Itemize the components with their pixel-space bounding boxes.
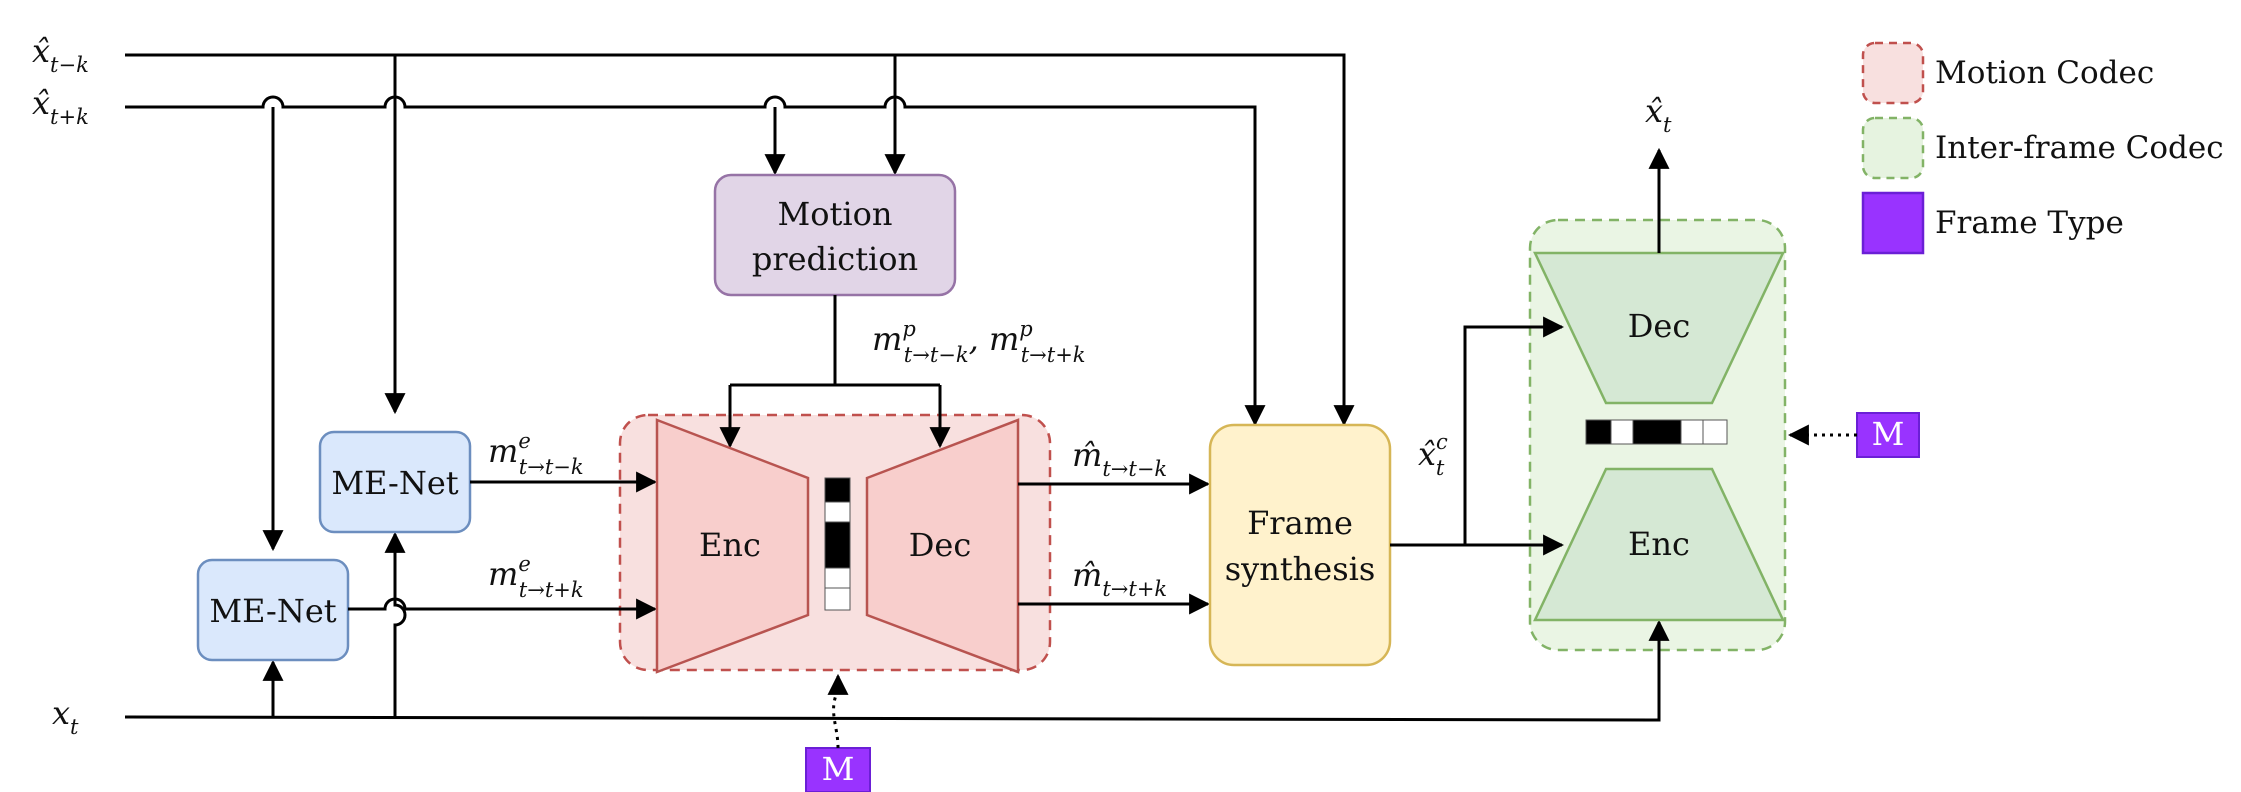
motion-prediction-block[interactable]: Motion prediction <box>713 173 957 297</box>
inter-encoder-label: Enc <box>1628 525 1690 563</box>
wire-synthesis-out <box>1390 316 1565 556</box>
motion-prediction-label-1: Motion <box>778 195 893 233</box>
frame-type-inter[interactable]: M <box>1856 412 1920 458</box>
dec-bottom-label: m̂t→t+k <box>1072 556 1167 601</box>
wire-me-bottom-out <box>348 597 658 620</box>
motion-latent-bar <box>824 477 851 611</box>
legend-item-inter-frame-codec: Inter-frame Codec <box>1861 116 2224 180</box>
frame-type-motion[interactable]: M <box>805 747 871 792</box>
motion-prediction-label-2: prediction <box>752 240 918 278</box>
inter-decoder[interactable]: Dec <box>1533 251 1785 405</box>
input-x-t-minus-k-label: x̂t−k <box>32 32 89 77</box>
legend: Motion Codec Inter-frame Codec Frame Typ… <box>1861 41 2224 255</box>
inter-encoder[interactable]: Enc <box>1533 467 1785 622</box>
wire-x-t-minus-k <box>125 53 1355 427</box>
input-x-t-label: xt <box>52 694 79 739</box>
motion-decoder[interactable]: Dec <box>865 418 1020 674</box>
legend-label-inter-frame-codec: Inter-frame Codec <box>1935 130 2224 166</box>
motion-encoder-label: Enc <box>699 526 761 564</box>
frame-synthesis-block[interactable]: Frame synthesis <box>1208 423 1392 667</box>
motion-decoder-label: Dec <box>909 526 972 564</box>
wire-frame-type-motion <box>827 673 849 749</box>
me-net-top-block[interactable]: ME-Net <box>318 430 472 534</box>
frame-type-inter-label: M <box>1872 415 1905 453</box>
frame-type-motion-label: M <box>822 750 855 788</box>
legend-label-frame-type: Frame Type <box>1935 205 2124 241</box>
me-net-top-label: ME-Net <box>331 464 458 502</box>
legend-label-motion-codec: Motion Codec <box>1935 55 2154 91</box>
output-label: x̂t <box>1645 92 1672 137</box>
wire-motion-prediction-out <box>719 295 951 449</box>
me-net-bottom-label: ME-Net <box>209 592 336 630</box>
frame-synthesis-label-2: synthesis <box>1225 550 1376 588</box>
frame-synthesis-label-1: Frame <box>1247 504 1353 542</box>
inter-decoder-label: Dec <box>1628 307 1691 345</box>
inter-latent-bar <box>1585 419 1728 445</box>
motion-encoder[interactable]: Enc <box>655 418 810 674</box>
legend-item-frame-type: Frame Type <box>1861 191 2124 255</box>
wire-x-t <box>124 531 1670 722</box>
input-x-t-plus-k-label: x̂t+k <box>32 84 89 129</box>
me-net-bottom-block[interactable]: ME-Net <box>196 558 350 662</box>
legend-item-motion-codec: Motion Codec <box>1861 41 2154 105</box>
dec-top-label: m̂t→t−k <box>1072 436 1167 481</box>
wire-x-t-plus-k <box>125 95 1266 552</box>
